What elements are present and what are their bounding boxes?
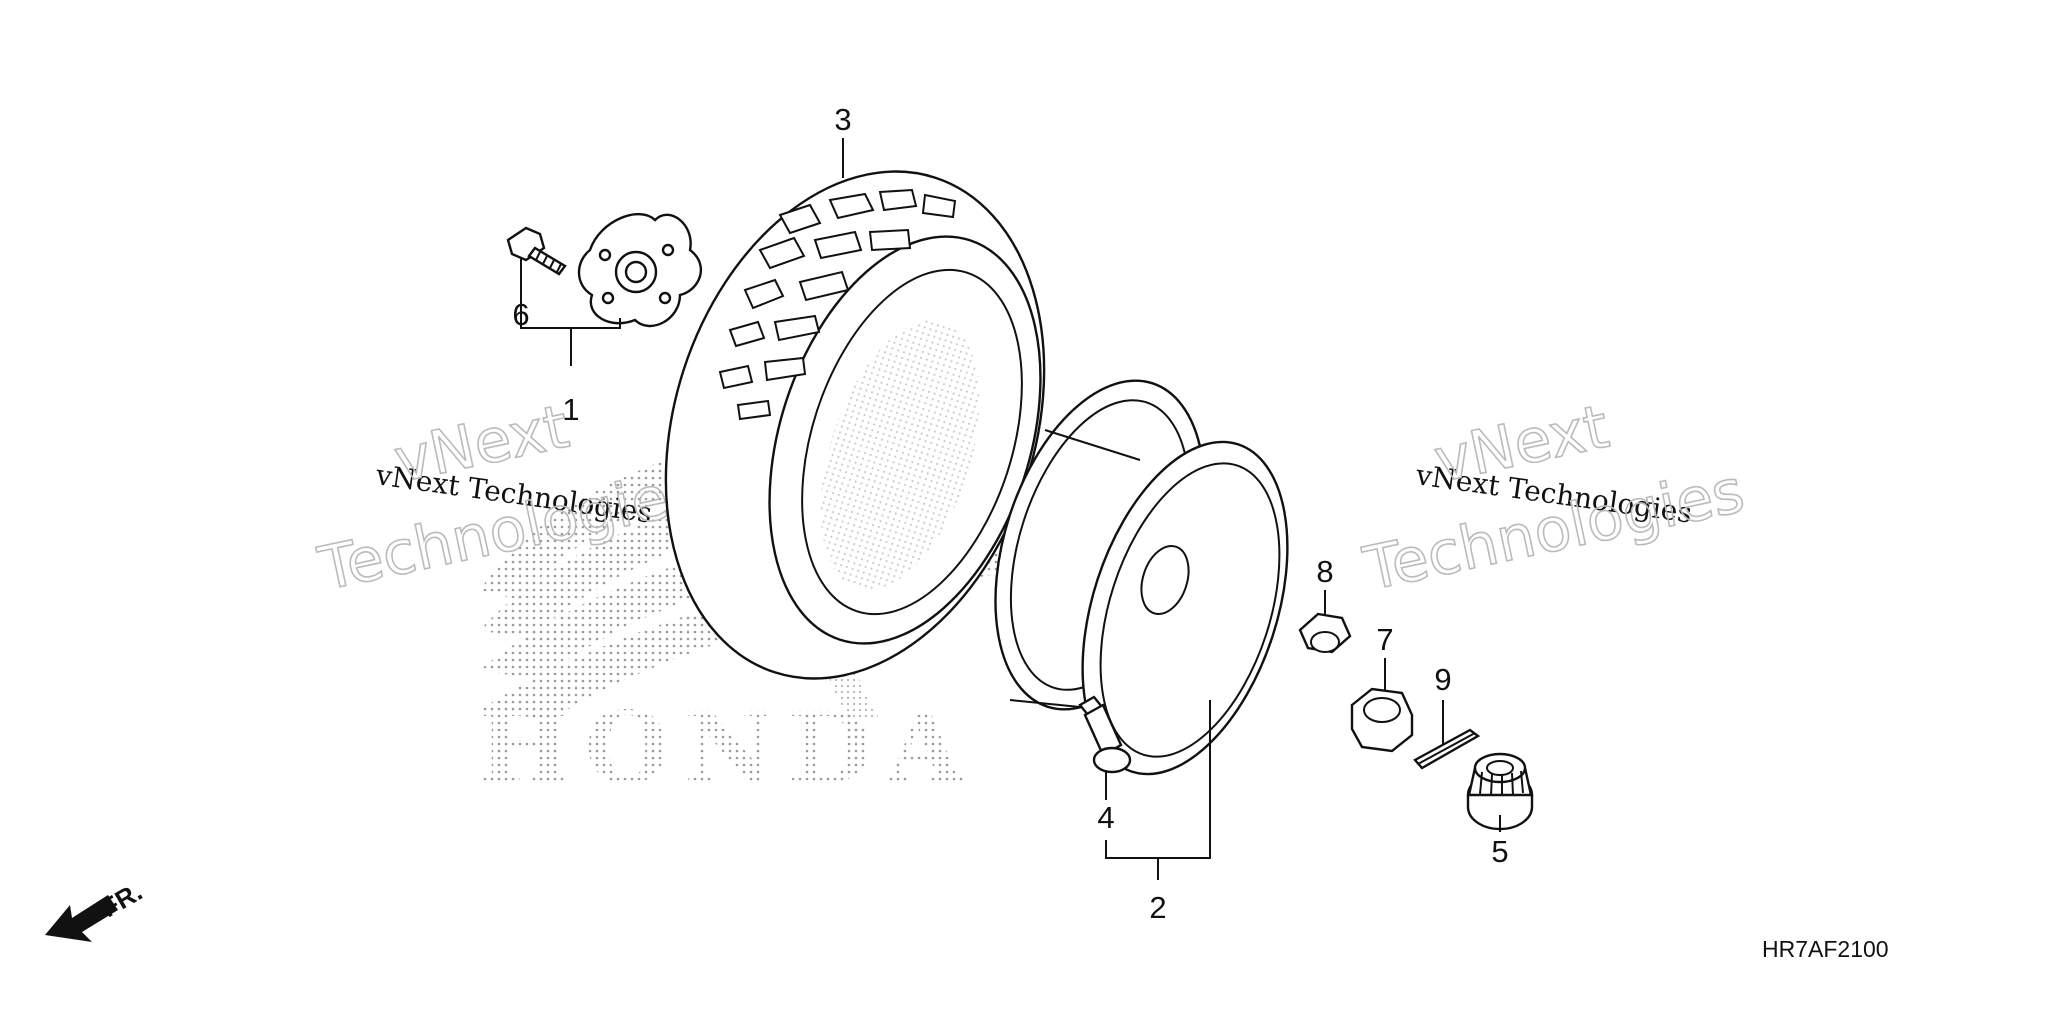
callouts: 3 6 1 8 7 9 4 5 2 bbox=[512, 102, 1508, 925]
tire-illustration[interactable] bbox=[603, 122, 1106, 728]
cotter-pin-illustration[interactable] bbox=[1413, 728, 1481, 770]
castle-nut-illustration[interactable] bbox=[1350, 687, 1414, 753]
callout-8: 8 bbox=[1316, 554, 1333, 589]
callout-3: 3 bbox=[834, 102, 851, 137]
callout-4: 4 bbox=[1097, 800, 1114, 835]
diagram-code: HR7AF2100 bbox=[1762, 936, 1889, 962]
rim-illustration[interactable] bbox=[957, 354, 1326, 800]
valve-stem-illustration[interactable] bbox=[1078, 695, 1132, 774]
callout-1: 1 bbox=[562, 392, 579, 427]
cap-nut-illustration[interactable] bbox=[1298, 612, 1352, 654]
callout-2: 2 bbox=[1149, 890, 1166, 925]
leader-lines bbox=[520, 138, 1501, 880]
front-arrow-icon bbox=[45, 895, 118, 942]
bolt-illustration[interactable] bbox=[506, 226, 567, 276]
watermark-right: vNext Technologies vNext Technologies bbox=[1357, 391, 1751, 606]
callout-5: 5 bbox=[1491, 834, 1508, 869]
callout-7: 7 bbox=[1376, 622, 1393, 657]
wheel-hub-illustration[interactable] bbox=[577, 212, 702, 327]
tire-tread bbox=[718, 188, 957, 421]
honda-logo-text: HONDA bbox=[478, 691, 977, 806]
splined-hub-illustration[interactable] bbox=[1466, 752, 1534, 831]
callout-9: 9 bbox=[1434, 662, 1451, 697]
callout-6: 6 bbox=[512, 297, 529, 332]
front-direction-indicator: FR. bbox=[45, 876, 147, 942]
